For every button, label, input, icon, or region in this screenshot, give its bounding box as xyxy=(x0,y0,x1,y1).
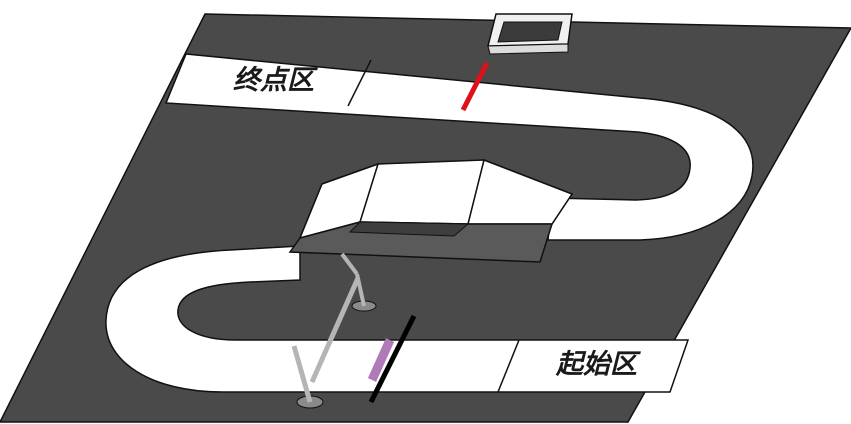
finish-line xyxy=(460,61,490,112)
gate-box-icon xyxy=(487,13,573,55)
ramp-icon xyxy=(288,158,574,263)
start-zone-divider xyxy=(497,339,520,393)
top-lane xyxy=(164,53,754,241)
pole-icon xyxy=(291,252,377,409)
finish-zone-divider xyxy=(347,59,372,107)
finish-zone-label: 终点区 xyxy=(233,65,318,96)
start-marker xyxy=(367,338,395,382)
bottom-lane xyxy=(105,245,690,393)
start-line xyxy=(368,314,417,404)
start-zone-label: 起始区 xyxy=(555,349,641,380)
